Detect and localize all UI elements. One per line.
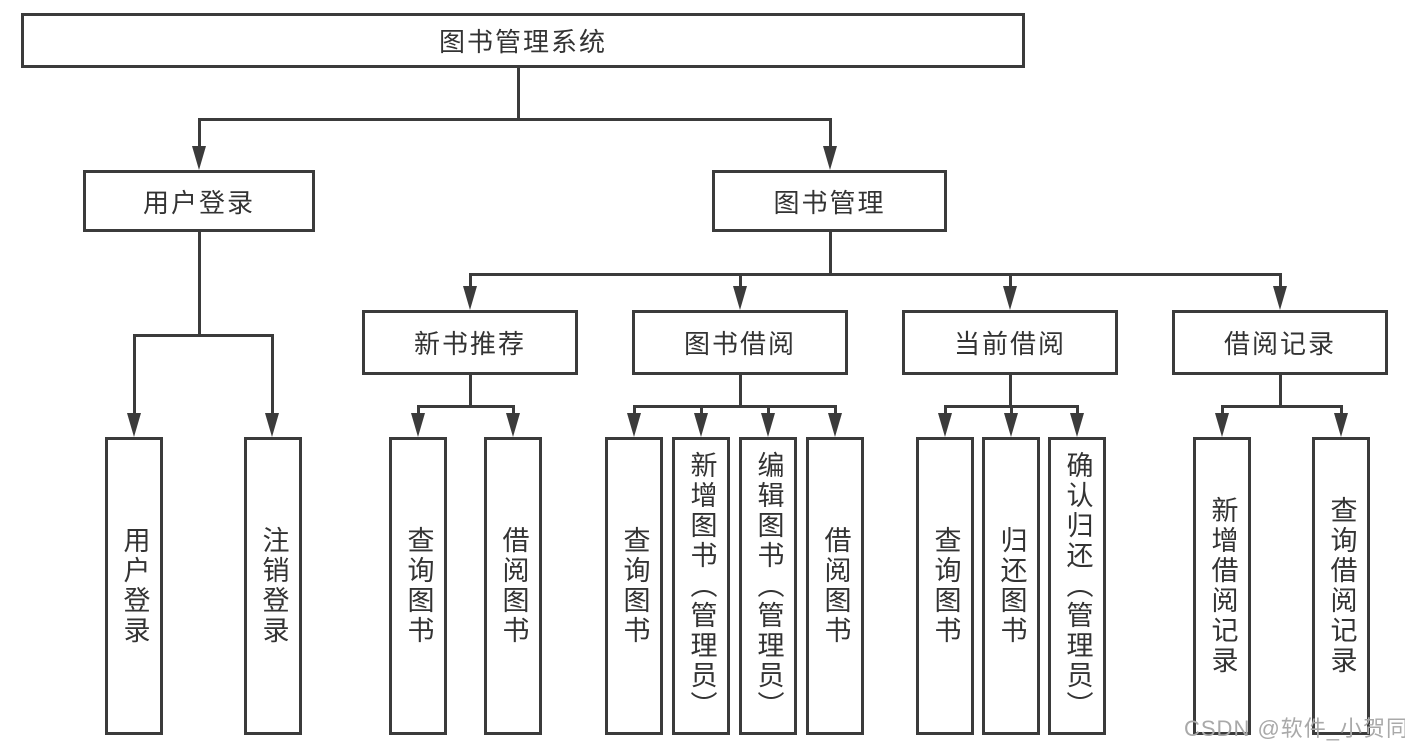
leaf-user-login: 用户登录 [105, 437, 163, 735]
node-borrow-records: 借阅记录 [1172, 310, 1388, 375]
connector-line [943, 405, 1079, 408]
arrow-down-icon [1070, 413, 1084, 437]
csdn-watermark: CSDN @软件_小贺同学 [1184, 716, 1405, 741]
leaf-cb-query-books: 查询图书 [916, 437, 974, 735]
connector-line [699, 405, 703, 419]
arrow-down-icon [1334, 413, 1348, 437]
leaf-br-add-record-label: 新增借阅记录 [1207, 496, 1238, 676]
node-book-borrow-label: 图书借阅 [683, 329, 796, 359]
connector-line [1339, 405, 1343, 419]
leaf-nb-query-books-label: 查询图书 [403, 526, 434, 646]
connector-line [1278, 273, 1282, 292]
connector-line [1008, 375, 1012, 408]
leaf-cb-confirm-return-admin-label: 确认归还（管理员） [1062, 451, 1093, 721]
leaf-bb-query-books: 查询图书 [605, 437, 663, 735]
node-user-login: 用户登录 [83, 170, 315, 232]
node-current-borrow: 当前借阅 [902, 310, 1118, 375]
leaf-cb-confirm-return-admin: 确认归还（管理员） [1048, 437, 1106, 735]
connector-line [766, 405, 770, 419]
node-current-borrow-label: 当前借阅 [953, 329, 1066, 359]
arrow-down-icon [938, 413, 952, 437]
connector-line [1075, 405, 1079, 419]
connector-line [738, 375, 742, 408]
connector-line [468, 375, 472, 408]
leaf-bb-add-books-admin: 新增图书（管理员） [672, 437, 730, 735]
leaf-bb-borrow-books: 借阅图书 [806, 437, 864, 735]
connector-line [197, 118, 201, 152]
leaf-nb-borrow-books-label: 借阅图书 [498, 526, 529, 646]
leaf-nb-borrow-books: 借阅图书 [484, 437, 542, 735]
connector-line [468, 273, 472, 292]
connector-line [1278, 375, 1282, 408]
leaf-br-query-record: 查询借阅记录 [1312, 437, 1370, 735]
leaf-logout: 注销登录 [244, 437, 302, 735]
connector-line [132, 334, 274, 337]
leaf-br-query-record-label: 查询借阅记录 [1326, 496, 1357, 676]
leaf-user-login-label: 用户登录 [119, 526, 150, 646]
connector-line [416, 405, 515, 408]
connector-line [270, 334, 274, 419]
connector-line [1220, 405, 1224, 419]
leaf-bb-edit-books-admin-label: 编辑图书（管理员） [753, 451, 784, 721]
leaf-bb-edit-books-admin: 编辑图书（管理员） [739, 437, 797, 735]
arrow-down-icon [694, 413, 708, 437]
node-book-management-label: 图书管理 [773, 187, 886, 218]
node-new-book-recommend: 新书推荐 [362, 310, 578, 375]
node-library-system: 图书管理系统 [21, 13, 1025, 68]
connector-line [828, 118, 832, 152]
arrow-down-icon [1004, 413, 1018, 437]
leaf-bb-borrow-books-label: 借阅图书 [820, 526, 851, 646]
connector-line [738, 273, 742, 292]
arrow-down-icon [1003, 286, 1017, 310]
arrow-down-icon [733, 286, 747, 310]
connector-line [468, 273, 1282, 276]
leaf-bb-query-books-label: 查询图书 [619, 526, 650, 646]
connector-line [828, 232, 832, 276]
arrow-down-icon [411, 413, 425, 437]
connector-line [1220, 405, 1343, 408]
connector-line [197, 232, 201, 337]
node-new-book-recommend-label: 新书推荐 [413, 329, 526, 359]
leaf-bb-add-books-admin-label: 新增图书（管理员） [686, 451, 717, 721]
connector-line [197, 118, 832, 121]
arrow-down-icon [627, 413, 641, 437]
connector-line [132, 334, 136, 419]
node-borrow-records-label: 借阅记录 [1223, 329, 1336, 359]
node-book-management: 图书管理 [712, 170, 947, 232]
connector-line [416, 405, 420, 419]
leaf-cb-return-books: 归还图书 [982, 437, 1040, 735]
node-library-system-label: 图书管理系统 [438, 27, 607, 57]
arrow-down-icon [127, 413, 141, 437]
arrow-down-icon [1273, 286, 1287, 310]
node-book-borrow: 图书借阅 [632, 310, 848, 375]
arrow-down-icon [192, 146, 206, 170]
arrow-down-icon [823, 146, 837, 170]
arrow-down-icon [265, 413, 279, 437]
arrow-down-icon [761, 413, 775, 437]
connector-line [943, 405, 947, 419]
leaf-nb-query-books: 查询图书 [389, 437, 447, 735]
leaf-logout-label: 注销登录 [258, 526, 289, 646]
leaf-cb-query-books-label: 查询图书 [930, 526, 961, 646]
arrow-down-icon [463, 286, 477, 310]
arrow-down-icon [1215, 413, 1229, 437]
connector-line [833, 405, 837, 419]
connector-line [511, 405, 515, 419]
connector-line [516, 68, 520, 121]
arrow-down-icon [828, 413, 842, 437]
leaf-cb-return-books-label: 归还图书 [996, 526, 1027, 646]
node-user-login-label: 用户登录 [142, 187, 255, 218]
arrow-down-icon [506, 413, 520, 437]
connector-line [632, 405, 837, 408]
connector-line [632, 405, 636, 419]
connector-line [1009, 405, 1013, 419]
leaf-br-add-record: 新增借阅记录 [1193, 437, 1251, 735]
connector-line [1008, 273, 1012, 292]
